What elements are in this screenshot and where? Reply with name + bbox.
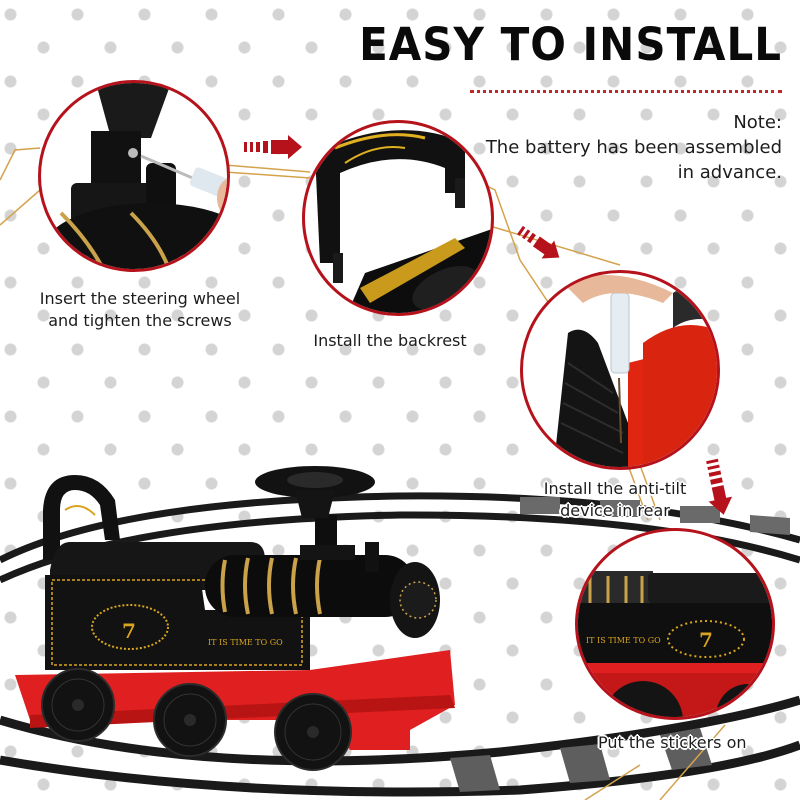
step-1-caption-line-2: and tighten the screws <box>48 311 232 330</box>
step-1-steering-closeup <box>38 80 230 272</box>
train-number: 7 <box>122 619 136 643</box>
step-3-caption-line-2: device in rear <box>560 501 670 520</box>
step-3-caption: Install the anti-tilt device in rear <box>540 478 690 522</box>
note-label: Note: <box>733 112 782 133</box>
step-3-anti-tilt-closeup <box>520 270 720 470</box>
svg-text:7: 7 <box>699 628 713 652</box>
battery-note: Note: The battery has been assembled in … <box>486 110 782 185</box>
train-slogan: IT IS TIME TO GO <box>208 638 283 647</box>
title-divider <box>470 90 782 93</box>
steering-screw-icon <box>41 83 227 269</box>
step-4-caption: Put the stickers on <box>598 733 747 752</box>
note-line-2: in advance. <box>677 162 782 183</box>
step-1-caption-line-1: Insert the steering wheel <box>39 289 241 308</box>
step-1-caption: Insert the steering wheel and tighten th… <box>20 288 260 332</box>
note-line-1: The battery has been assembled <box>485 137 782 158</box>
step-4-sticker-closeup: 7 IT IS TIME TO GO <box>575 528 775 720</box>
anti-tilt-screw-icon <box>553 275 717 467</box>
step-2-caption: Install the backrest <box>313 331 467 350</box>
backrest-icon <box>315 130 491 313</box>
sticker-icon: 7 IT IS TIME TO GO <box>578 571 772 717</box>
page-title: EASY TO INSTALL <box>359 18 782 71</box>
step-3-caption-line-1: Install the anti-tilt <box>543 479 687 498</box>
step-2-backrest-closeup <box>302 120 494 316</box>
svg-text:IT IS TIME TO GO: IT IS TIME TO GO <box>586 636 661 645</box>
train-ride-on-product: 7 IT IS TIME TO GO <box>15 466 455 771</box>
